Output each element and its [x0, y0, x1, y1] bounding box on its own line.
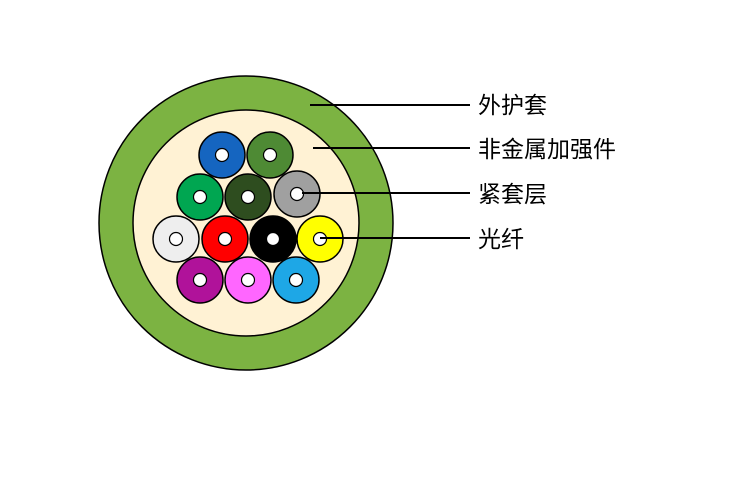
fiber-blue	[198, 131, 246, 179]
fiber-core-black	[265, 231, 281, 247]
label-outer-jacket: 外护套	[478, 93, 547, 119]
fiber-core-bright-green	[192, 189, 208, 205]
fiber-pink	[224, 256, 272, 304]
label-optical-fiber: 光纤	[478, 227, 524, 253]
fiber-bundle	[152, 131, 344, 304]
fiber-bright-green	[176, 173, 224, 221]
fiber-black	[249, 215, 297, 263]
fiber-white	[152, 215, 200, 263]
fiber-core-white	[168, 231, 184, 247]
fiber-core-purple	[192, 272, 208, 288]
fiber-red	[201, 215, 249, 263]
label-tight-buffer: 紧套层	[478, 182, 547, 208]
fiber-core-green	[262, 147, 278, 163]
fiber-green	[246, 131, 294, 179]
fiber-core-pink	[240, 272, 256, 288]
fiber-dark-green	[224, 173, 272, 221]
fiber-core-dark-green	[240, 189, 256, 205]
fiber-core-blue	[214, 147, 230, 163]
fiber-core-gray	[289, 186, 305, 202]
fiber-core-red	[217, 231, 233, 247]
label-strength-member: 非金属加强件	[478, 137, 616, 163]
fiber-light-blue	[272, 256, 320, 304]
fiber-core-light-blue	[288, 272, 304, 288]
fiber-purple	[176, 256, 224, 304]
